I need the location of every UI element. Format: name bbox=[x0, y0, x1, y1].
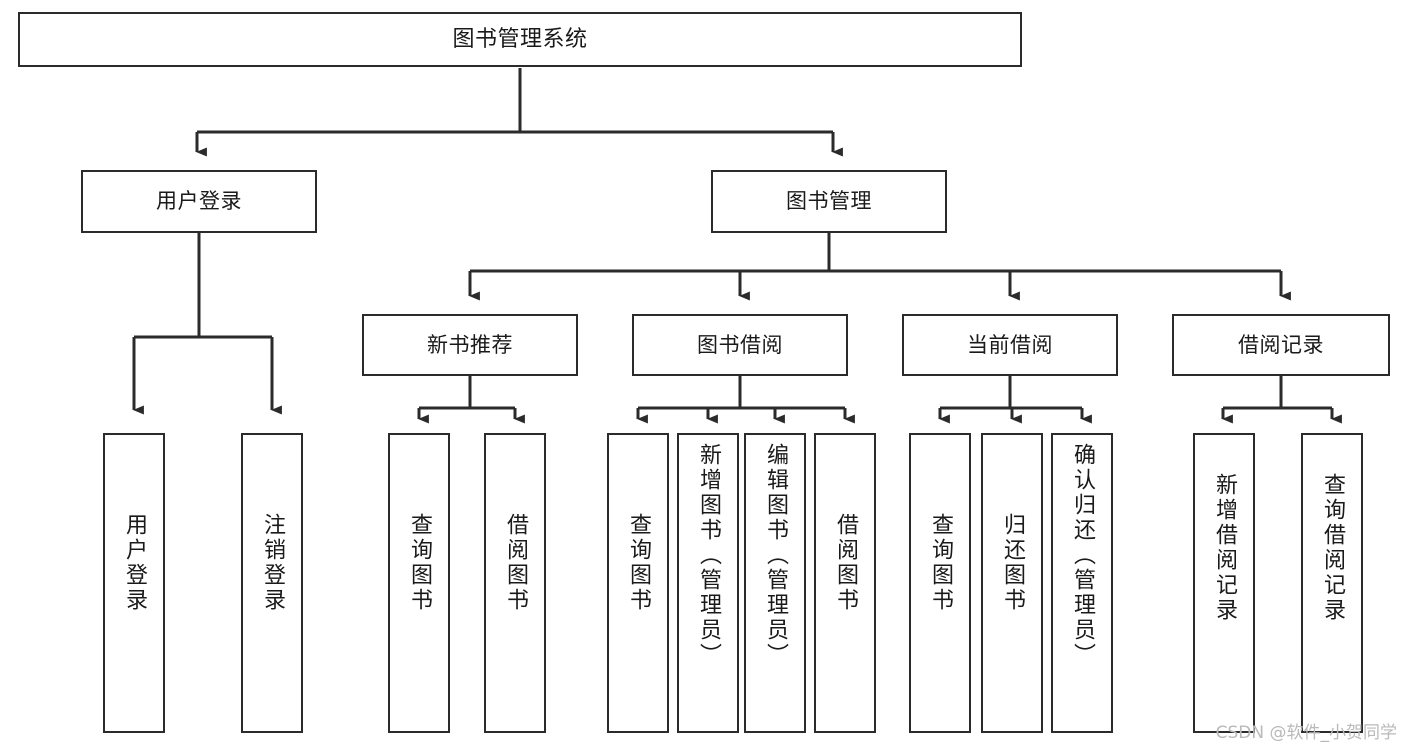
node-new-book-recommendation[interactable]: 新书推荐 bbox=[362, 314, 578, 376]
node-label: 查询借阅记录 bbox=[1319, 473, 1345, 623]
node-current-borrowing[interactable]: 当前借阅 bbox=[902, 314, 1118, 376]
node-book-management[interactable]: 图书管理 bbox=[711, 170, 947, 233]
node-label: 借阅图书 bbox=[502, 513, 528, 613]
node-label: 新增借阅记录 bbox=[1211, 473, 1237, 623]
node-borrowing-record[interactable]: 借阅记录 bbox=[1172, 314, 1390, 376]
node-label: 注销登录 bbox=[259, 513, 285, 613]
node-label: 新增图书（管理员） bbox=[695, 443, 721, 668]
csdn-watermark: CSDN @软件_小贺同学 bbox=[1215, 723, 1397, 743]
node-leaf-logout[interactable]: 注销登录 bbox=[241, 433, 303, 733]
node-label: 借阅记录 bbox=[1238, 332, 1324, 357]
node-leaf-edit-book-admin[interactable]: 编辑图书（管理员） bbox=[744, 433, 806, 733]
node-leaf-query-book-current[interactable]: 查询图书 bbox=[909, 433, 971, 733]
node-leaf-add-borrow-record[interactable]: 新增借阅记录 bbox=[1193, 433, 1255, 733]
node-leaf-borrow-book-recommend[interactable]: 借阅图书 bbox=[484, 433, 546, 733]
node-label: 图书管理 bbox=[786, 189, 872, 214]
node-label: 图书借阅 bbox=[697, 332, 783, 357]
node-label: 图书管理系统 bbox=[452, 26, 588, 52]
node-label: 查询图书 bbox=[406, 513, 432, 613]
node-leaf-borrow-book[interactable]: 借阅图书 bbox=[814, 433, 876, 733]
node-leaf-query-book-recommend[interactable]: 查询图书 bbox=[388, 433, 450, 733]
node-leaf-add-book-admin[interactable]: 新增图书（管理员） bbox=[677, 433, 739, 733]
node-label: 归还图书 bbox=[999, 513, 1025, 613]
node-leaf-return-book[interactable]: 归还图书 bbox=[981, 433, 1043, 733]
node-leaf-query-book-borrow[interactable]: 查询图书 bbox=[607, 433, 669, 733]
node-label: 用户登录 bbox=[121, 513, 147, 613]
node-label: 查询图书 bbox=[927, 513, 953, 613]
node-leaf-query-borrow-record[interactable]: 查询借阅记录 bbox=[1301, 433, 1363, 733]
node-label: 借阅图书 bbox=[832, 513, 858, 613]
node-label: 新书推荐 bbox=[427, 332, 513, 357]
node-leaf-confirm-return-admin[interactable]: 确认归还（管理员） bbox=[1051, 433, 1113, 733]
node-label: 用户登录 bbox=[156, 189, 242, 214]
node-label: 编辑图书（管理员） bbox=[762, 443, 788, 668]
node-label: 查询图书 bbox=[625, 513, 651, 613]
node-root-book-management-system[interactable]: 图书管理系统 bbox=[18, 12, 1022, 67]
node-leaf-user-login[interactable]: 用户登录 bbox=[103, 433, 165, 733]
node-label: 确认归还（管理员） bbox=[1069, 443, 1095, 668]
node-label: 当前借阅 bbox=[967, 332, 1053, 357]
node-user-login[interactable]: 用户登录 bbox=[81, 170, 317, 233]
node-book-borrowing[interactable]: 图书借阅 bbox=[632, 314, 848, 376]
